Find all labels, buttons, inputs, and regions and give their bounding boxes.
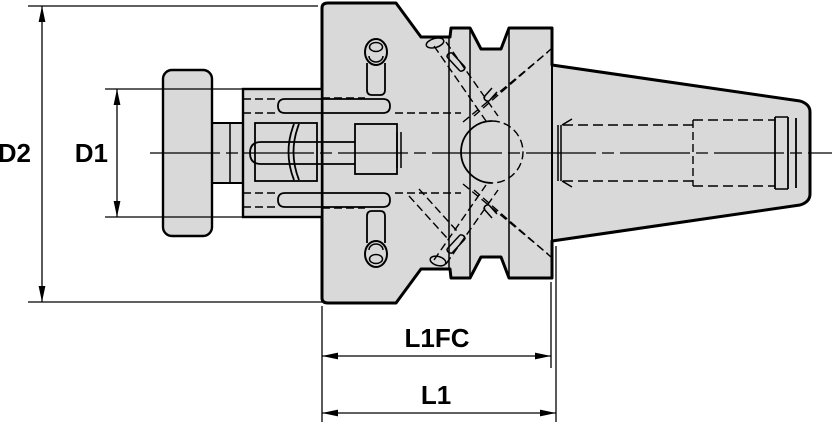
coolant-ports [425,37,498,267]
l1-arrow-left [322,409,338,417]
dimension-d2: D2 [0,5,322,303]
dimension-l1fc: L1FC [321,282,552,422]
set-screw-top [364,38,388,96]
l1fc-arrow-left [322,352,338,360]
dimension-d1: D1 [75,88,243,218]
l1-label: L1 [421,380,451,410]
d1-arrow-down [113,201,121,217]
d1-label: D1 [75,138,108,168]
dimension-l1: L1 [322,246,557,422]
l1fc-label: L1FC [405,323,470,353]
d2-arrow-up [38,6,46,22]
set-screw-bottom [364,210,388,268]
l1fc-arrow-right [535,352,551,360]
taper-shank-internals [561,116,797,190]
d2-arrow-down [38,286,46,302]
l1-arrow-right [540,409,556,417]
d1-arrow-up [113,89,121,105]
coolant-passages [408,41,552,265]
body-internals [322,38,461,268]
d2-label: D2 [0,138,31,168]
coolant-chamber-arc [460,120,493,184]
